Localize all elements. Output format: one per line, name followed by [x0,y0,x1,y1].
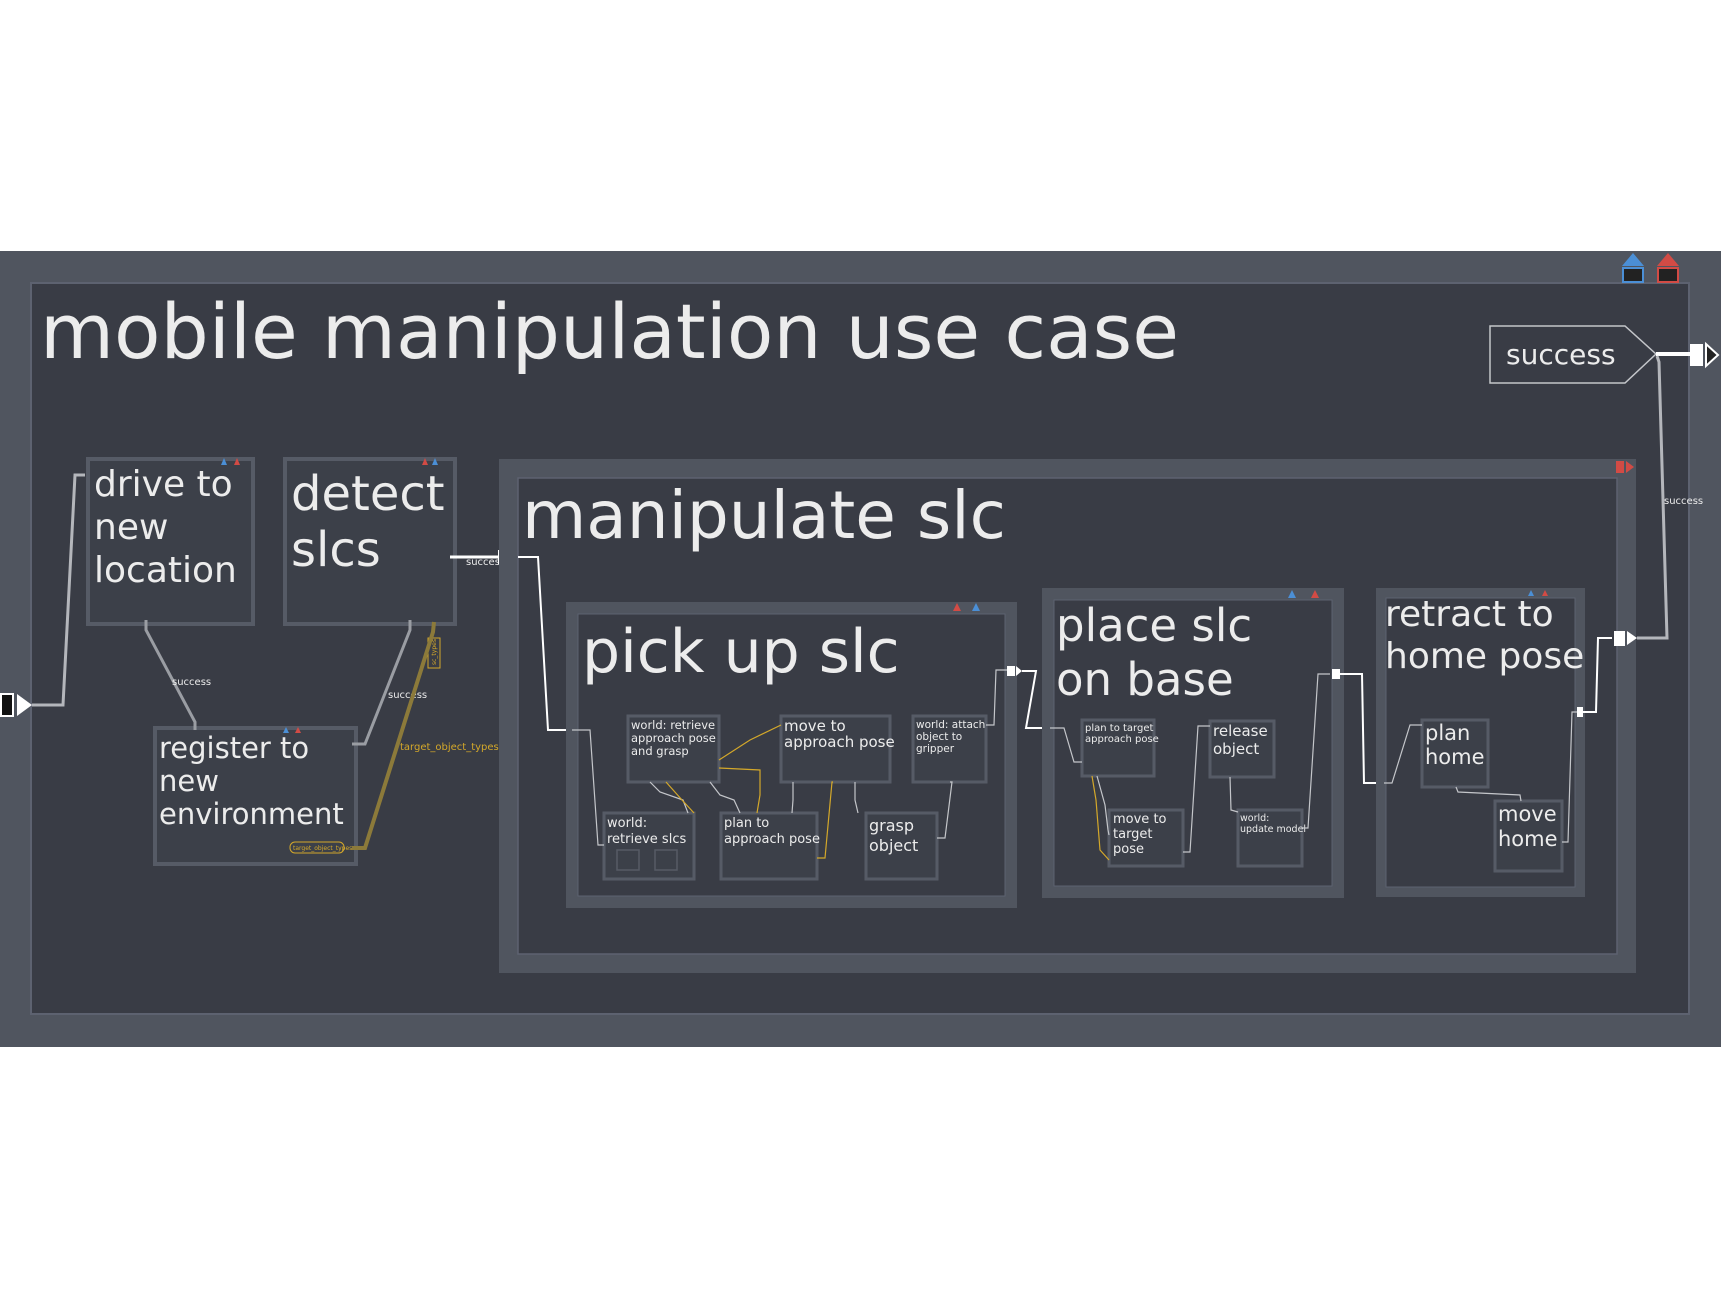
state-detect-input-label: sc_types [431,639,438,665]
manipulate-outcome-arrow [1627,631,1637,645]
retract-outcome-port[interactable] [1577,707,1583,717]
state-world-retrieve-slcs-title: world: retrieve slcs [607,816,686,847]
state-world-retrieve-approach-title: world: retrieve approach pose and grasp [631,718,720,758]
state-move-to-approach[interactable] [779,714,892,784]
transition-place-to-retract [1340,673,1378,784]
transition-retract-to-manipulate-outcome [1583,637,1612,713]
state-world-retrieve-slcs[interactable] [602,811,696,881]
transition-manipulate-to-root-success-label: success [1664,496,1703,507]
transition-drive-to-register-label: success [172,677,211,688]
root-outcome-port[interactable] [1690,344,1703,366]
transition-register-to-detect [352,620,412,746]
state-world-attach[interactable] [911,714,988,784]
root-output-icon[interactable] [1657,253,1679,283]
state-register-input-icon [283,727,289,733]
root-title: mobile manipulation use case [40,287,1179,376]
state-move-home[interactable] [1493,799,1564,873]
state-world-update-model-title: world: update model [1240,813,1306,835]
state-plan-home-title: plan home [1425,721,1485,769]
retract-internal-transitions [1384,711,1580,843]
state-drive[interactable] [86,457,255,626]
dataflow-target-object-types [352,621,436,850]
state-register-output-icon [295,727,301,733]
state-drive-title: drive to new location [94,464,244,591]
state-place-input-icon [1288,590,1296,598]
state-place-title: place slc on base [1056,599,1266,706]
state-retract-output-icon [1542,590,1548,596]
root-outcome-success[interactable]: success [1489,325,1658,384]
manipulate-outcome-port[interactable] [1614,631,1625,646]
transition-income-to-drive [32,473,85,707]
state-drive-input-icon [221,458,227,465]
state-move-to-approach-title: move to approach pose [784,717,895,751]
state-register-output-label: target_object_types [293,845,352,852]
state-world-update-model[interactable] [1236,808,1304,868]
state-detect[interactable] [283,457,457,626]
state-plan-to-target[interactable] [1080,718,1156,778]
place-internal-transitions [1050,673,1330,861]
state-world-attach-title: world: attach object to gripper [916,719,989,755]
state-manipulate-output-icon [1616,461,1624,473]
place-outcome-port[interactable] [1332,669,1340,679]
root-outcome-arrow [1705,341,1720,369]
state-drive-output-icon [234,458,240,465]
world-retrieve-slcs-child-a [616,849,640,871]
state-pickup-title: pick up slc [582,617,900,687]
state-detect-input-icon [432,458,438,465]
state-register-output-slot[interactable] [289,841,345,854]
pickup-internal-transitions [572,669,1010,859]
state-plan-to-approach-title: plan to approach pose [724,816,820,847]
transition-pickup-to-place [1022,670,1044,729]
state-grasp-object[interactable] [864,811,939,881]
state-retract-input-icon [1528,590,1534,596]
transition-detect-to-manipulate-label: success [466,557,505,568]
state-detect-title: detect slcs [291,466,460,578]
root-input-icon[interactable] [1622,253,1644,283]
root-income-arrow [17,694,32,716]
state-pickup-input-icon [972,603,980,611]
transition-manipulate-to-pickup [518,556,566,731]
state-release-object[interactable] [1208,719,1276,779]
state-register-title: register to new environment [159,731,344,831]
transition-drive-to-register [144,620,197,730]
state-move-to-target-title: move to target pose [1113,812,1171,857]
pickup-outcome-port[interactable] [1007,666,1015,676]
state-move-home-title: move home [1498,802,1563,851]
state-manipulate-output-arrow [1626,461,1634,473]
state-release-object-title: release object [1213,722,1272,758]
world-retrieve-slcs-child-b [654,849,678,871]
root-outcome-label: success [1506,338,1616,371]
state-plan-home[interactable] [1420,718,1490,789]
state-detect-output-icon [422,458,428,465]
dataflow-target-object-types-label: target_object_types [400,742,499,753]
state-grasp-object-title: grasp object [869,816,919,855]
state-move-to-target[interactable] [1107,808,1185,868]
root-income-port[interactable] [0,693,14,717]
transition-register-to-detect-label: success [388,690,427,701]
state-world-retrieve-approach[interactable] [626,714,721,784]
transition-manipulate-to-root-success [1637,355,1669,640]
pickup-outcome-arrow [1016,666,1022,676]
state-retract-title: retract to home pose [1385,594,1584,677]
state-plan-to-target-title: plan to target approach pose [1085,723,1159,745]
state-manipulate-title: manipulate slc [522,477,1006,554]
state-register[interactable] [153,726,358,866]
state-place-output-icon [1311,590,1319,598]
state-pickup-output-icon [953,603,961,611]
state-plan-to-approach[interactable] [719,811,819,881]
